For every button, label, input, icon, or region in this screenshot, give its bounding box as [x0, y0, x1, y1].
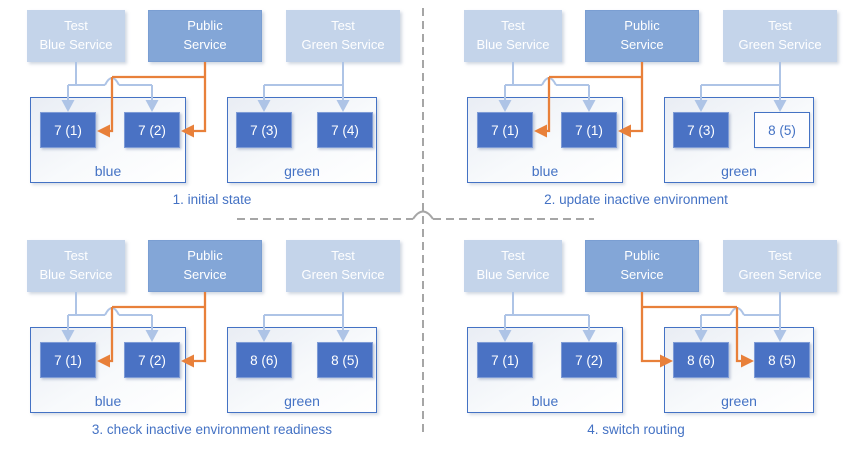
test-blue-service-box: Test Blue Service: [464, 240, 562, 292]
pod-green-1: 8 (6): [236, 342, 292, 378]
panel-diagram: Test Blue Service Public Service Test Gr…: [437, 230, 848, 456]
panel-caption: 1. initial state: [172, 192, 252, 207]
test-green-service-box: Test Green Service: [723, 240, 837, 292]
test-blue-service-box: Test Blue Service: [27, 10, 125, 62]
panel-switch-routing: Test Blue Service Public Service Test Gr…: [424, 230, 848, 456]
panel-caption: 4. switch routing: [587, 422, 685, 437]
panel-diagram: Test Blue Service Public Service Test Gr…: [0, 230, 424, 456]
panel-initial-state: Test Blue Service Public Service Test Gr…: [0, 0, 424, 228]
test-green-service-box: Test Green Service: [286, 10, 400, 62]
green-environment-label: green: [721, 163, 757, 179]
blue-environment-label: blue: [94, 393, 122, 409]
public-service-box: Public Service: [148, 240, 262, 292]
public-service-box: Public Service: [148, 10, 262, 62]
pod-blue-2: 7 (1): [561, 112, 617, 148]
green-environment-label: green: [284, 163, 320, 179]
test-blue-service-box: Test Blue Service: [27, 240, 125, 292]
green-environment-label: green: [284, 393, 320, 409]
pod-green-1: 8 (6): [673, 342, 729, 378]
pod-green-1: 7 (3): [236, 112, 292, 148]
pod-green-1: 7 (3): [673, 112, 729, 148]
panel-check-inactive-environment-readiness: Test Blue Service Public Service Test Gr…: [0, 230, 424, 456]
pod-blue-2: 7 (2): [124, 112, 180, 148]
test-green-service-box: Test Green Service: [723, 10, 837, 62]
test-blue-service-box: Test Blue Service: [464, 10, 562, 62]
green-environment-label: green: [721, 393, 757, 409]
panel-caption: 3. check inactive environment readiness: [91, 422, 333, 437]
pod-green-2-new-version: 8 (5): [754, 112, 810, 148]
blue-environment-label: blue: [94, 163, 122, 179]
pod-green-2: 8 (5): [754, 342, 810, 378]
panel-caption: 2. update inactive environment: [544, 192, 728, 207]
public-service-box: Public Service: [585, 240, 699, 292]
pod-blue-2: 7 (2): [124, 342, 180, 378]
blue-environment-label: blue: [531, 393, 559, 409]
test-green-service-box: Test Green Service: [286, 240, 400, 292]
pod-blue-2: 7 (2): [561, 342, 617, 378]
pod-blue-1: 7 (1): [477, 342, 533, 378]
public-service-box: Public Service: [585, 10, 699, 62]
blue-environment-label: blue: [531, 163, 559, 179]
pod-green-2: 7 (4): [317, 112, 373, 148]
pod-blue-1: 7 (1): [40, 342, 96, 378]
pod-blue-1: 7 (1): [40, 112, 96, 148]
pod-blue-1: 7 (1): [477, 112, 533, 148]
pod-green-2: 8 (5): [317, 342, 373, 378]
panel-diagram: Test Blue Service Public Service Test Gr…: [0, 0, 424, 228]
panel-update-inactive-environment: Test Blue Service Public Service Test Gr…: [424, 0, 848, 228]
